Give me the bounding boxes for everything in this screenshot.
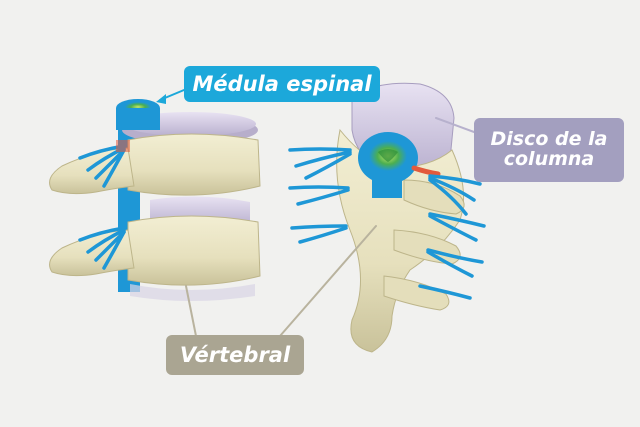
disc-label: Disco de la columna [474,118,624,182]
left-spine-segment [49,99,261,301]
right-cord-grey-matter [378,149,398,162]
disc-leader [435,117,475,133]
vertebra-label-text: Vértebral [179,342,291,367]
right-lamina-3 [383,275,450,311]
left-vertebra-body-1 [127,133,261,196]
disc-label-line-1: Disco de la [490,128,608,151]
vertebra-leader-left [185,285,197,337]
leader-lines [156,89,475,337]
right-nerves [418,174,486,300]
left-vertebra-body-2 [127,215,261,286]
disc-label-line-2: columna [503,148,595,170]
left-nerves-lower [78,226,126,270]
left-cord-column [116,108,160,130]
spinal-cord-label: Médula espinal [184,66,380,102]
right-nerves-left [288,147,352,244]
right-cord-column [372,176,402,198]
vertebra-label: Vértebral [166,335,304,375]
vertebra-leader-right [279,225,377,337]
spinal-cord-arrowhead [156,94,166,104]
left-nerve-root-1 [116,140,130,152]
right-spine-segment [288,82,486,353]
left-disc-bottom [130,284,255,301]
spinal-cord-label-text: Médula espinal [192,71,372,96]
right-nerve-root [411,165,441,177]
